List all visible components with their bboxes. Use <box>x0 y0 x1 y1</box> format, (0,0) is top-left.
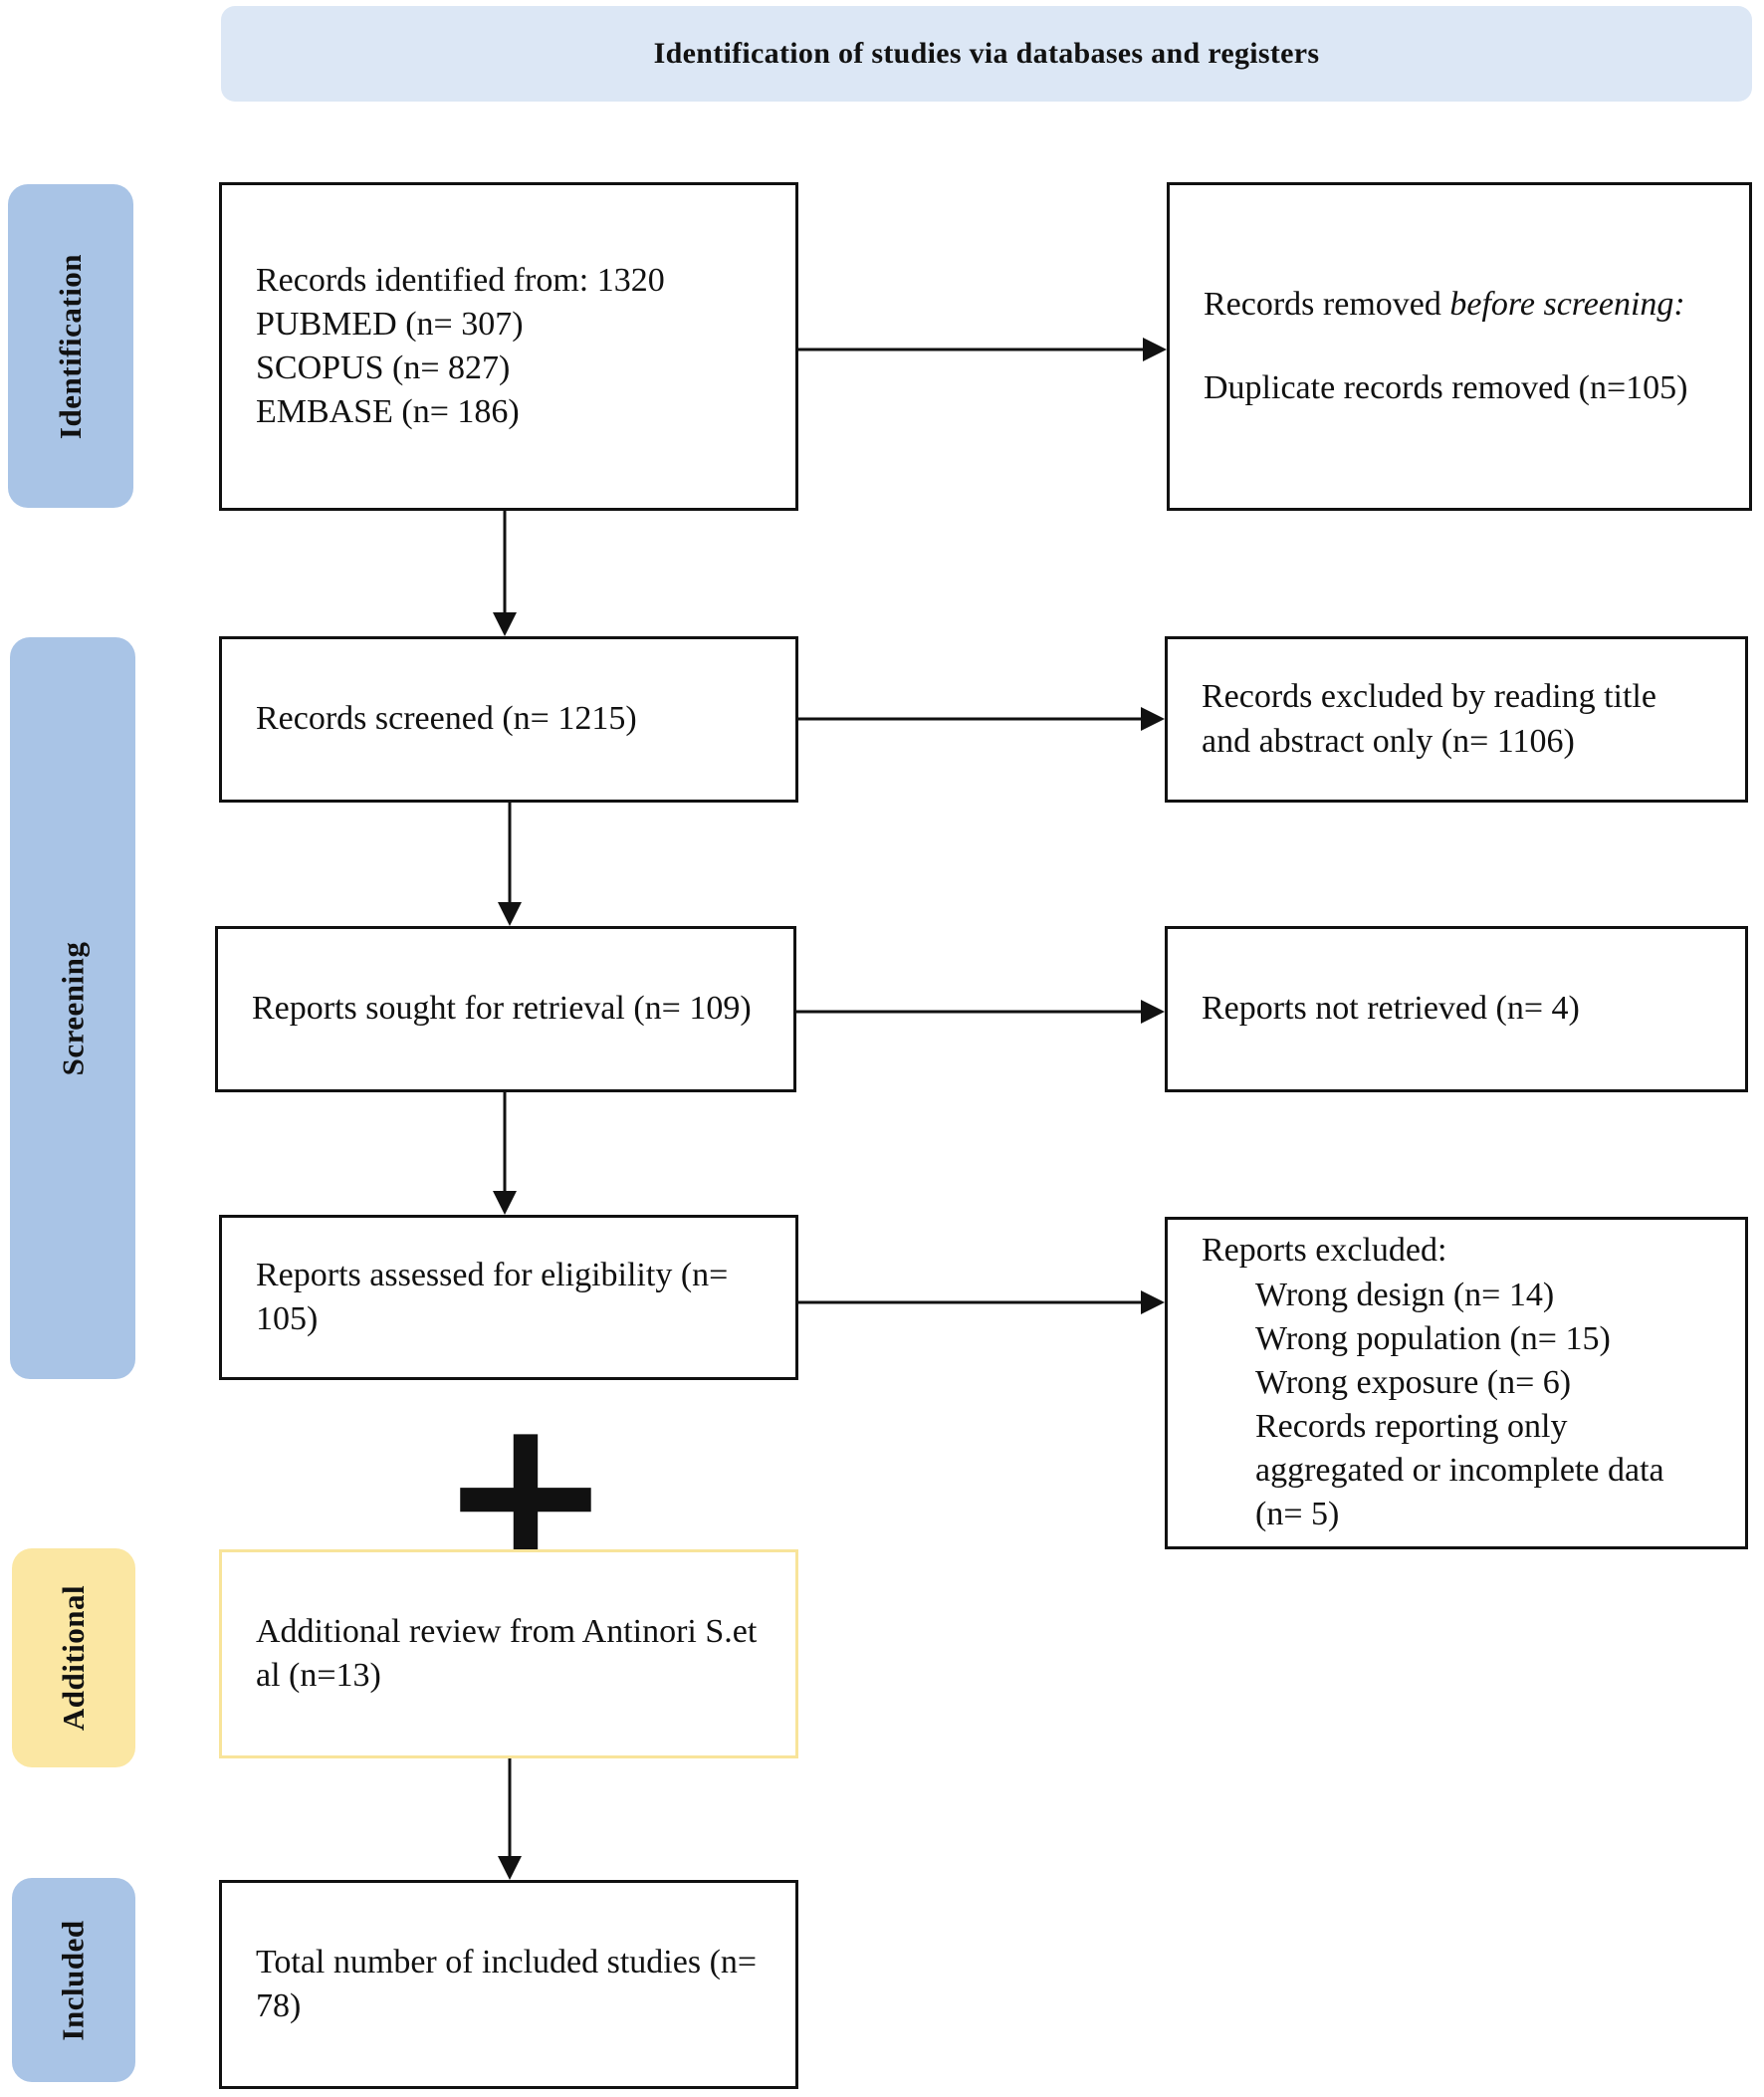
included-studies-box: Total number of included studies (n= 78) <box>219 1880 798 2089</box>
arrowhead <box>1143 338 1167 361</box>
reports-excluded-item: Wrong exposure (n= 6) <box>1255 1363 1572 1401</box>
reports-excluded-item: Wrong design (n= 14) <box>1255 1276 1555 1313</box>
phase-additional: Additional <box>12 1548 135 1767</box>
reports-assessed-text: Reports assessed for eligibility (n= 105… <box>256 1256 729 1337</box>
reports-not-retrieved-text: Reports not retrieved (n= 4) <box>1202 990 1580 1028</box>
records-screened-text: Records screened (n= 1215) <box>256 700 637 738</box>
records-identified-pubmed: PUBMED (n= 307) <box>256 305 524 343</box>
records-screened-box: Records screened (n= 1215) <box>219 636 798 803</box>
arrowhead <box>493 1191 517 1215</box>
records-excluded-title-box: Records excluded by reading title and ab… <box>1165 636 1748 803</box>
records-removed-box: Records removed before screening: Duplic… <box>1167 182 1752 511</box>
additional-review-box: Additional review from Antinori S.et al … <box>219 1549 798 1758</box>
arrowhead <box>493 612 517 636</box>
arrowhead <box>1141 707 1165 731</box>
phase-screening: Screening <box>10 637 135 1379</box>
records-removed-duplicates: Duplicate records removed (n=105) <box>1204 369 1688 406</box>
reports-excluded-title: Reports excluded: <box>1202 1232 1447 1270</box>
header-title: Identification of studies via databases … <box>653 37 1320 70</box>
reports-not-retrieved-box: Reports not retrieved (n= 4) <box>1165 926 1748 1092</box>
records-removed-prefix: Records removed <box>1204 285 1450 323</box>
records-identified-embase: EMBASE (n= 186) <box>256 393 520 431</box>
arrowhead <box>1141 1000 1165 1024</box>
records-identified-scopus: SCOPUS (n= 827) <box>256 350 511 386</box>
reports-sought-text: Reports sought for retrieval (n= 109) <box>252 990 752 1028</box>
phase-identification: Identification <box>8 184 133 508</box>
included-studies-text: Total number of included studies (n= 78) <box>256 1943 758 2024</box>
records-identified-total: Records identified from: 1320 <box>256 261 665 299</box>
phase-included: Included <box>12 1878 135 2082</box>
reports-sought-box: Reports sought for retrieval (n= 109) <box>215 926 796 1092</box>
records-identified-box: Records identified from: 1320 PUBMED (n=… <box>219 182 798 511</box>
header-bar: Identification of studies via databases … <box>221 6 1752 102</box>
arrowhead <box>498 902 522 926</box>
reports-assessed-box: Reports assessed for eligibility (n= 105… <box>219 1215 798 1380</box>
arrowhead <box>1141 1290 1165 1314</box>
records-excluded-title-text: Records excluded by reading title and ab… <box>1202 678 1656 760</box>
reports-excluded-item: Wrong population (n= 15) <box>1255 1319 1611 1357</box>
reports-excluded-box: Reports excluded: Wrong design (n= 14) W… <box>1165 1217 1748 1549</box>
reports-excluded-item: Records reporting only aggregated or inc… <box>1255 1408 1664 1533</box>
additional-review-text: Additional review from Antinori S.et al … <box>256 1612 758 1694</box>
arrowhead <box>498 1856 522 1880</box>
records-removed-emph: before screening: <box>1449 285 1685 323</box>
records-removed-heading: Records removed before screening: <box>1204 283 1715 327</box>
